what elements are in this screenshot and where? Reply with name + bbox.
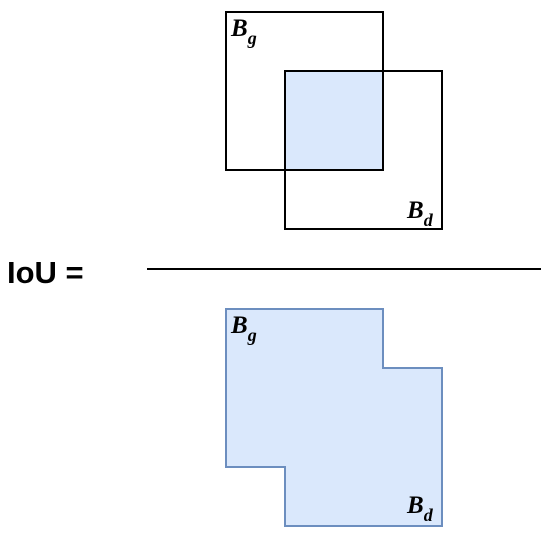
ground-truth-box: [225, 11, 384, 171]
intersection-diagram: Bg Bd: [225, 11, 443, 230]
intersection-region: [284, 70, 384, 171]
union-detected-label: Bd: [406, 492, 434, 525]
iou-equals-label: IoU =: [7, 255, 84, 290]
union-diagram: Bg Bd: [225, 308, 443, 527]
ground-truth-label: Bg: [230, 15, 257, 48]
detected-box: [284, 70, 443, 230]
detected-label: Bd: [406, 197, 434, 230]
union-region: [225, 308, 443, 527]
union-ground-truth-label: Bg: [230, 312, 257, 345]
